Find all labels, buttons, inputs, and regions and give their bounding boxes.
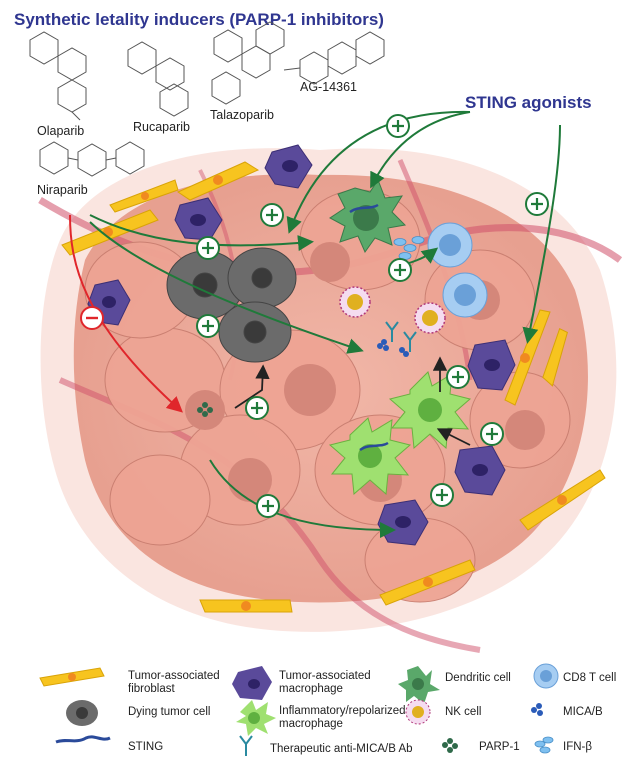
niraparib-structure bbox=[39, 141, 145, 177]
talazoparib-structure bbox=[211, 21, 285, 105]
dendritic-cell bbox=[329, 178, 407, 254]
drug-label-olaparib: Olaparib bbox=[37, 124, 85, 138]
minus-circle-icon bbox=[80, 306, 104, 330]
inhibition-arrow bbox=[69, 214, 183, 413]
parp1-molecules bbox=[197, 402, 213, 417]
legend-dying: Dying tumor cell bbox=[128, 706, 211, 718]
black-arrows bbox=[234, 356, 471, 446]
rucaparib-structure bbox=[127, 41, 189, 117]
sting-proteins bbox=[349, 203, 389, 452]
legend-dendritic: Dendritic cell bbox=[445, 672, 511, 684]
legend-inflammatory: Inflammatory/repolarized macrophage bbox=[279, 705, 406, 730]
legend-tam: Tumor-associated macrophage bbox=[279, 670, 371, 695]
anti-mica-b-antibodies bbox=[385, 321, 417, 352]
cd8-t-cells bbox=[427, 222, 488, 318]
ifn-beta-molecules bbox=[393, 236, 425, 260]
legend-ifn: IFN-β bbox=[563, 741, 592, 753]
legend-antibody: Therapeutic anti-MICA/B Ab bbox=[270, 743, 413, 755]
figure-title: Synthetic letality inducers (PARP-1 inhi… bbox=[14, 10, 384, 29]
legend-parp: PARP-1 bbox=[479, 741, 520, 753]
legend-fibroblast: Tumor-associated fibroblast bbox=[128, 670, 220, 695]
ag14361-structure bbox=[283, 31, 385, 85]
molecule-structures bbox=[29, 21, 385, 177]
legend-mica: MICA/B bbox=[563, 706, 603, 718]
olaparib-structure bbox=[29, 31, 87, 121]
activation-arrows bbox=[89, 110, 561, 538]
legend-cd8: CD8 T cell bbox=[563, 672, 617, 684]
legend-nk: NK cell bbox=[445, 706, 482, 718]
legend-icons bbox=[39, 663, 559, 756]
drug-label-rucaparib: Rucaparib bbox=[133, 120, 190, 134]
drug-label-talazoparib: Talazoparib bbox=[210, 108, 274, 122]
drug-label-niraparib: Niraparib bbox=[37, 183, 88, 197]
mica-b-molecules bbox=[377, 339, 409, 357]
nk-cells bbox=[339, 286, 446, 334]
sting-agonists-label: STING agonists bbox=[465, 93, 592, 112]
legend-sting: STING bbox=[128, 741, 164, 753]
